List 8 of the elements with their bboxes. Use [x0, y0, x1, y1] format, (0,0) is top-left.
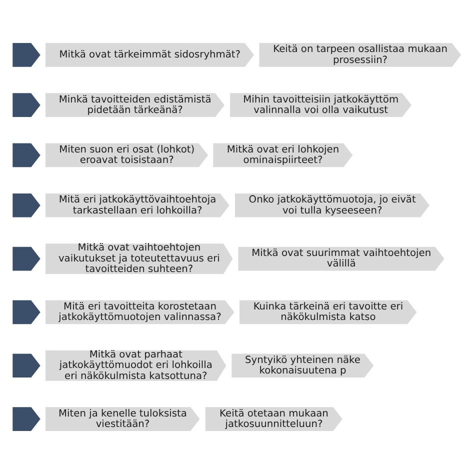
node-chevron	[10, 298, 42, 326]
node-chevron	[10, 142, 42, 169]
node-chevron	[10, 405, 42, 433]
node-chevron	[10, 192, 42, 219]
node-chevron	[10, 92, 42, 119]
node-chevron	[10, 352, 42, 380]
node-chevron	[10, 41, 42, 69]
node-chevron	[10, 245, 42, 272]
